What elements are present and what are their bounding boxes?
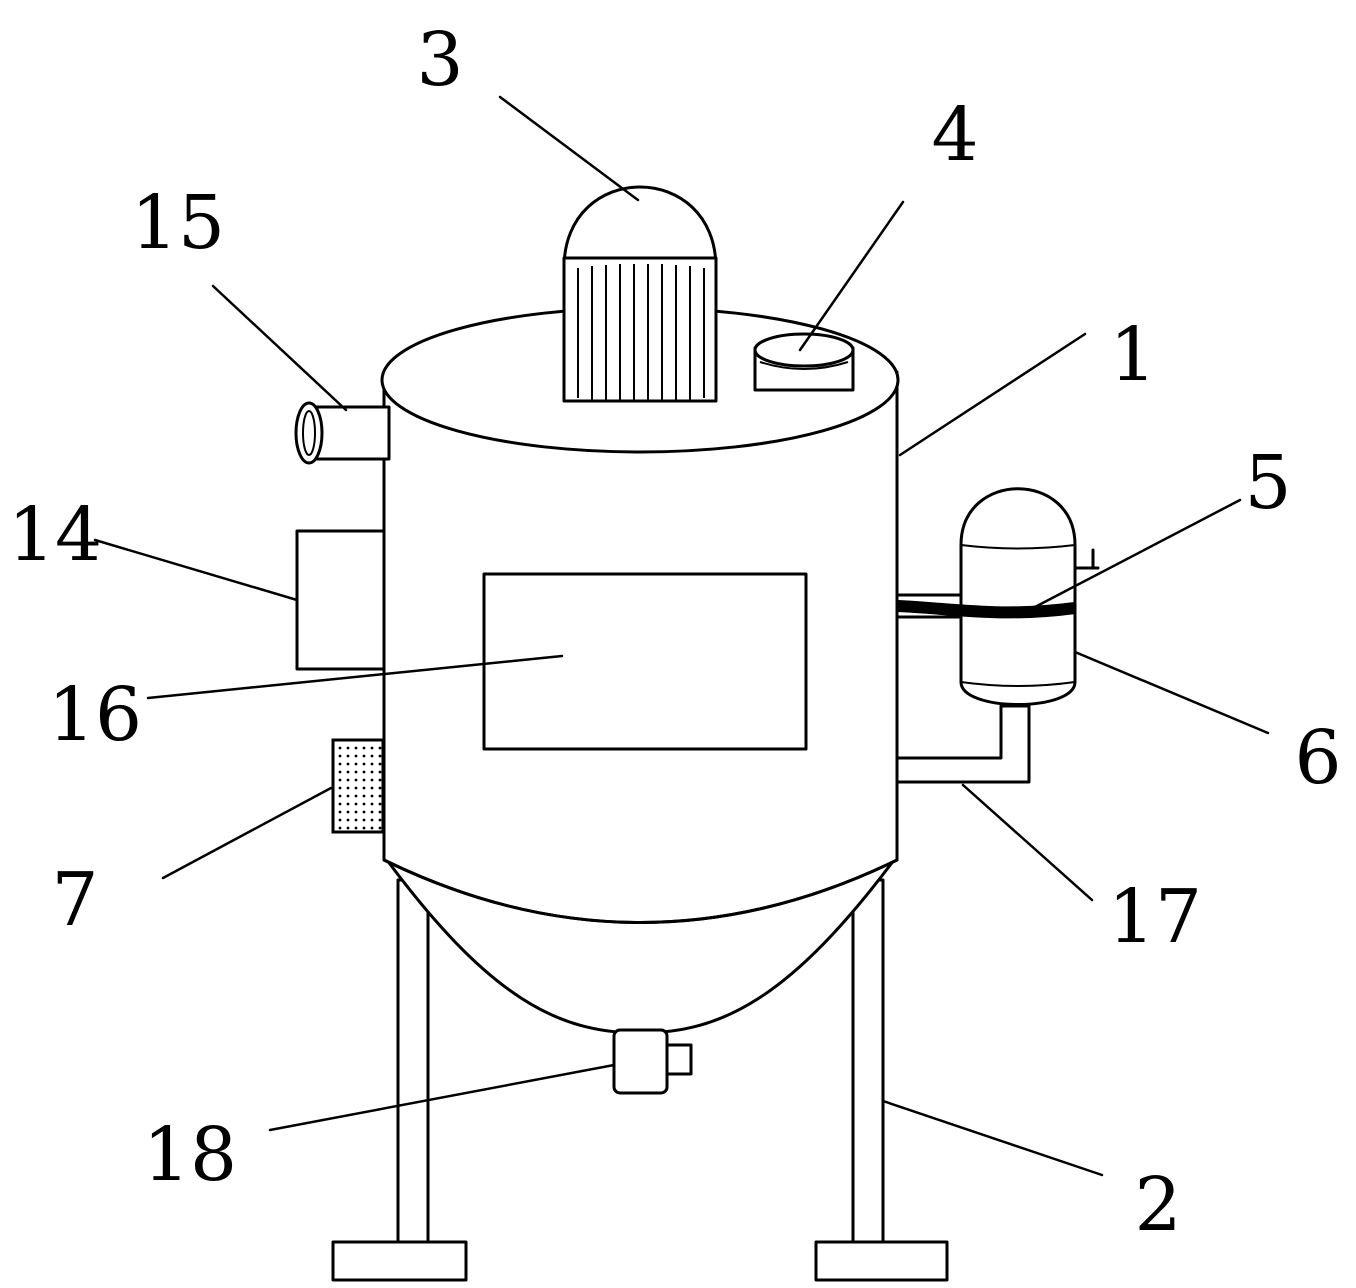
feed-port-cap	[753, 332, 855, 368]
leader-2	[881, 1099, 1104, 1177]
callout-16: 16	[48, 672, 142, 758]
motor	[562, 185, 718, 403]
motor-housing	[562, 256, 718, 403]
control-box	[295, 529, 386, 671]
callout-7: 7	[51, 857, 98, 943]
left-leg	[396, 878, 430, 1244]
leader-17	[961, 783, 1094, 902]
callout-4: 4	[931, 92, 978, 178]
leader-7	[161, 786, 333, 880]
discharge-valve	[612, 1028, 693, 1095]
support-legs	[331, 878, 949, 1282]
valve-body	[612, 1028, 669, 1095]
callout-3: 3	[416, 17, 463, 103]
feed-port	[753, 332, 855, 392]
side-tank	[959, 487, 1077, 706]
callout-labels: 3 4 15 1 14 5 16 6 7 17 18 2	[8, 17, 1342, 1248]
leader-14	[93, 538, 299, 602]
leader-18	[268, 1063, 616, 1132]
callout-5: 5	[1244, 440, 1291, 526]
callout-15: 15	[131, 180, 225, 266]
left-foot	[331, 1240, 468, 1282]
tank-bottom-seam	[382, 858, 899, 924]
leader-6	[1073, 650, 1270, 735]
motor-cooling-fins	[577, 264, 705, 401]
callout-14: 14	[8, 492, 102, 578]
connecting-pipe	[895, 704, 1031, 784]
leader-15	[211, 284, 348, 412]
callout-6: 6	[1294, 715, 1341, 801]
inlet-pipe	[294, 401, 391, 465]
leader-lines	[93, 95, 1270, 1177]
feed-port-rim	[759, 361, 849, 370]
leader-4	[798, 200, 905, 352]
right-foot	[814, 1240, 949, 1282]
callout-17: 17	[1108, 874, 1202, 960]
side-tank-top-seam	[960, 544, 1076, 550]
motor-dome	[562, 185, 718, 270]
callout-18: 18	[143, 1112, 237, 1198]
leader-16	[146, 654, 564, 700]
callout-1: 1	[1109, 312, 1156, 398]
clamp-band	[896, 600, 1076, 619]
leader-1	[898, 332, 1087, 457]
leader-5	[1033, 498, 1242, 609]
leader-3	[498, 95, 640, 202]
observation-window	[482, 572, 808, 751]
right-leg	[851, 878, 885, 1244]
valve-handle	[665, 1043, 693, 1076]
callout-2: 2	[1134, 1162, 1181, 1248]
side-tank-assembly	[895, 487, 1100, 784]
filter-block	[331, 738, 385, 834]
side-tank-bottom-seam	[960, 681, 1076, 687]
inlet-pipe-opening	[302, 410, 316, 456]
inlet-pipe-flange	[294, 401, 324, 465]
